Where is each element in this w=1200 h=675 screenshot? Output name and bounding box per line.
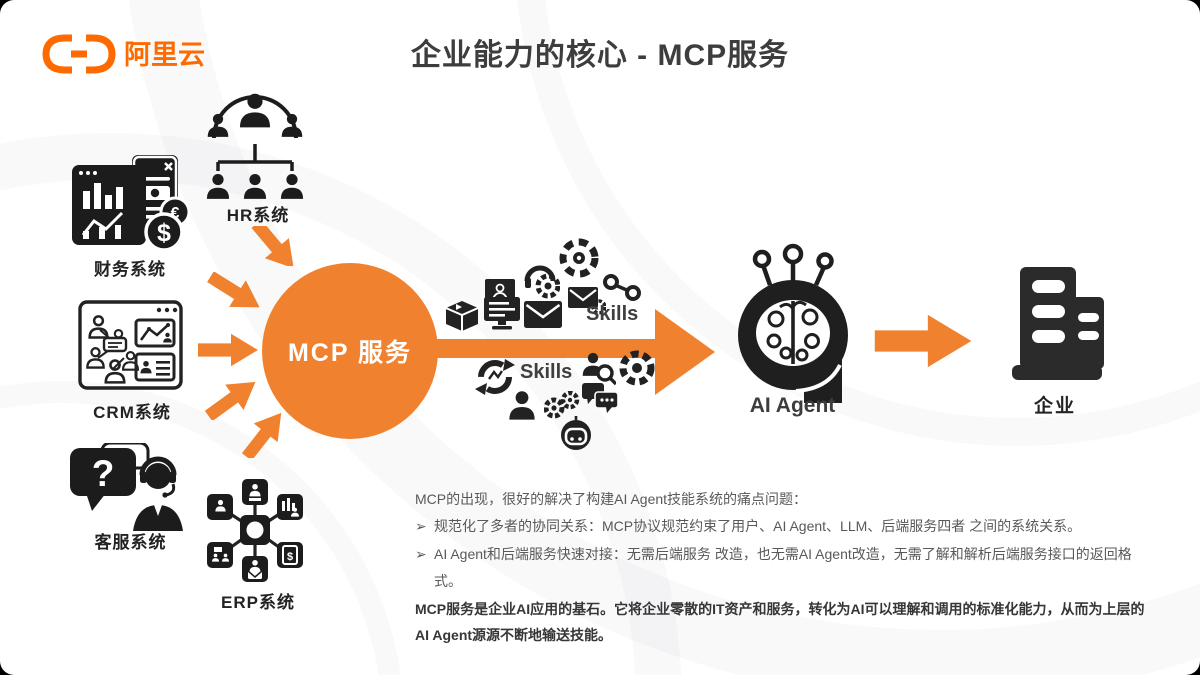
bullet-marker: ➢ [415,545,427,562]
skills-label-bottom: Skills [520,361,573,383]
bullet-text: 规范化了多者的协同关系：MCP协议规范约束了用户、AI Agent、LLM、后端… [434,518,1082,535]
refresh-icon [475,359,515,395]
mcp-to-agent-arrow [437,309,715,395]
chat-bubbles-icon [582,383,618,413]
box-icon [446,301,478,331]
notes-block: MCP的出现，很好的解决了构建AI Agent技能系统的痛点问题： ➢ 规范化了… [415,486,1153,649]
bullet-text: AI Agent和后端服务快速对接：无需后端服务 改造，也无需AI Agent改… [434,545,1132,589]
aliyun-brackets-icon: 阿里云 [42,34,205,74]
link-nodes-icon [603,274,641,301]
crm-system-label: CRM系统 [93,403,171,422]
person-search-icon [582,352,616,386]
headset-gear-icon [524,265,560,299]
feed-arrow-hr [246,226,304,266]
bullet-marker: ➢ [415,518,427,535]
notes-bullet-1: ➢ 规范化了多者的协同关系：MCP协议规范约束了用户、AI Agent、LLM、… [415,513,1153,540]
target-icon [559,238,599,278]
aliyun-logo: 阿里云 [38,32,208,76]
enterprise-label: 企业 [1033,396,1076,417]
erp-system-icon: $ [202,477,308,585]
finance-system-label: 财务系统 [94,260,166,279]
notes-conclusion: MCP服务是企业AI应用的基石。它将企业零散的IT资产和服务，转化为AI可以理解… [415,601,1145,644]
ai-agent-icon [718,243,868,403]
notes-intro: MCP的出现，很好的解决了构建AI Agent技能系统的痛点问题： [415,491,808,507]
hr-system-icon [200,86,310,200]
gears-icon [544,391,580,419]
logo-text: 阿里云 [124,40,205,70]
gear-ring-icon [619,350,655,386]
skills-label-top: Skills [586,303,639,325]
agent-to-enterprise-arrow [874,314,972,368]
finance-system-icon: € $ [72,155,190,253]
svg-text:?: ? [92,453,115,494]
mail-gear-icon [568,287,606,315]
svg-text:€: € [171,205,180,222]
service-system-icon: ? [70,443,190,531]
svg-text:$: $ [287,551,293,563]
monitor-icon [484,297,520,330]
feed-arrow-crm [198,333,258,367]
user-icon [509,391,535,420]
erp-system-label: ERP系统 [221,593,295,612]
mcp-service-label: MCP 服务 [287,339,413,367]
ai-agent-label: AI Agent [749,394,836,417]
service-system-label: 客服系统 [94,533,167,552]
enterprise-icon [1000,267,1112,385]
robot-icon [561,416,591,450]
feed-arrow-finance [206,272,264,312]
skills-cluster: Skills Skills [440,235,740,465]
mcp-service-circle: MCP 服务 [262,263,438,439]
feed-arrow-erp [236,412,292,458]
mail-icon [524,301,562,328]
svg-text:$: $ [157,219,171,247]
crm-system-icon [78,300,184,392]
page-title: 企业能力的核心 - MCP服务 [410,39,790,72]
hr-system-label: HR系统 [226,206,290,225]
notes-bullet-2: ➢ AI Agent和后端服务快速对接：无需后端服务 改造，也无需AI Agen… [415,541,1153,596]
